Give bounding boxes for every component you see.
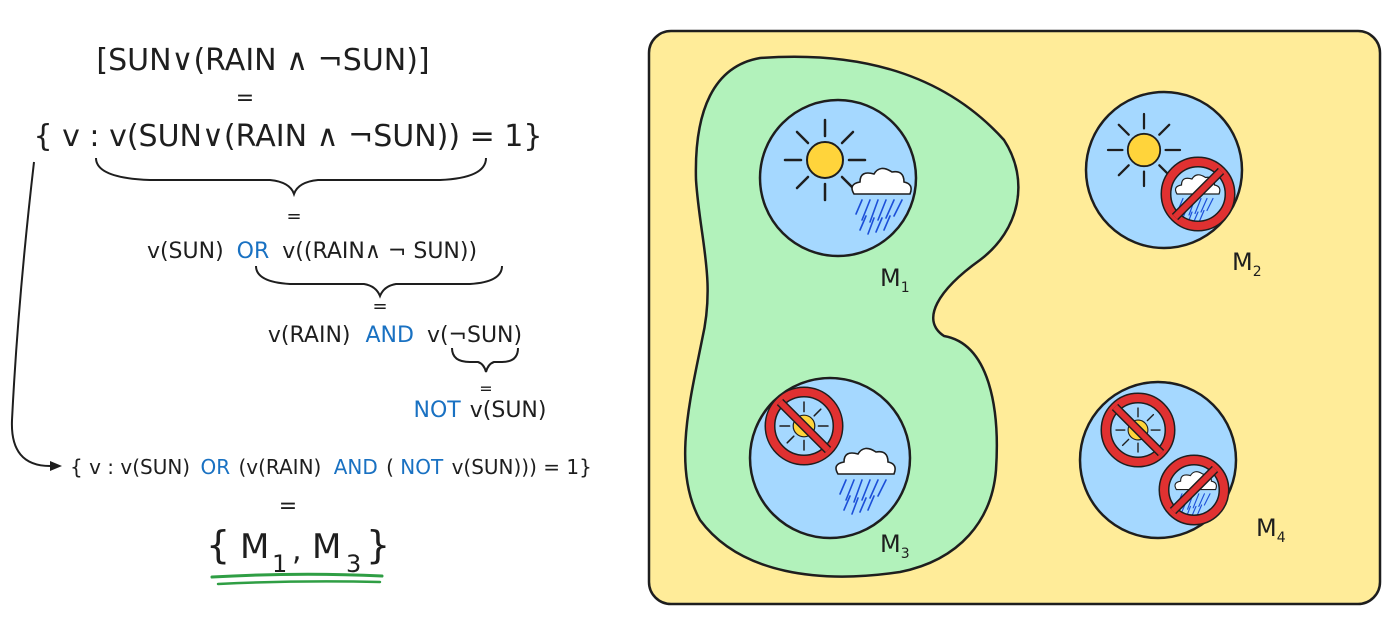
brace-1 [95, 157, 487, 198]
result-underline-2 [216, 580, 382, 586]
m2-subscript: 2 [1253, 264, 1262, 280]
prohibited-sign-icon [1100, 392, 1176, 468]
models-panel: M1 M2 [647, 29, 1382, 606]
m1-letter: M [880, 264, 901, 292]
m3-letter: M [880, 530, 901, 558]
v-not-sun-term: v(¬SUN) [427, 323, 522, 348]
world-m1: M1 [758, 98, 918, 296]
formula-denotation: [SUN∨(RAIN ∧ ¬SUN)] [96, 43, 429, 78]
expanded-set-definition: { v : v(SUN) OR (v(RAIN) AND ( NOT v(SUN… [70, 455, 592, 479]
set-open: { v : v(SUN) [70, 455, 190, 479]
brace-2 [255, 265, 503, 299]
world-m1-circle [758, 98, 918, 258]
result-brace-close: } [366, 523, 390, 567]
derivation: [SUN∨(RAIN ∧ ¬SUN)] = { v : v(SUN∨(RAIN … [10, 43, 592, 586]
m4-letter: M [1256, 514, 1277, 542]
arrow-connector [10, 161, 51, 467]
v-rain-part: (v(RAIN) [238, 455, 321, 479]
equals-sign-1: = [236, 86, 254, 111]
model-label-m3: M3 [880, 530, 910, 562]
result-underline-1 [210, 572, 384, 579]
or-keyword: OR [237, 239, 270, 264]
arrow-head [50, 461, 62, 471]
set-definition: { v : v(SUN∨(RAIN ∧ ¬SUN)) = 1} [34, 119, 543, 154]
result-m3-subscript: 3 [346, 550, 361, 578]
not-keyword-2: NOT [400, 455, 444, 479]
prohibited-sign-icon [764, 386, 844, 466]
or-expansion: v(SUN) OR v((RAIN∧ ¬ SUN)) [147, 239, 477, 264]
equals-sign-4: = [479, 379, 492, 398]
not-expansion: NOT v(SUN) [414, 398, 547, 423]
equals-sign-5: = [279, 494, 297, 519]
not-keyword: NOT [414, 398, 462, 423]
result-m1: M [240, 527, 269, 567]
model-label-m1: M1 [880, 264, 910, 296]
prohibited-sign-icon [1160, 156, 1236, 232]
and-keyword: AND [365, 323, 413, 348]
result-brace-open: { [206, 523, 230, 567]
v-sun-term: v(SUN) [147, 239, 224, 264]
world-m3: M3 [748, 376, 912, 562]
m3-subscript: 3 [901, 546, 910, 562]
equals-sign-2: = [286, 206, 301, 227]
or-keyword-2: OR [200, 455, 230, 479]
model-label-m2: M2 [1232, 248, 1262, 280]
result-comma: , [292, 533, 302, 568]
m1-subscript: 1 [901, 280, 910, 296]
result-m1-subscript: 1 [272, 550, 287, 578]
m2-letter: M [1232, 248, 1253, 276]
paren-open: ( [386, 455, 394, 479]
m4-subscript: 4 [1277, 530, 1286, 546]
result-set: { M 1 , M 3 } [206, 523, 390, 578]
and-expansion: v(RAIN) AND v(¬SUN) [268, 323, 522, 348]
model-label-m4: M4 [1256, 514, 1286, 546]
world-m2: M2 [1084, 90, 1262, 280]
result-m3: M [312, 527, 341, 567]
prohibited-sign-icon [1158, 454, 1230, 526]
v-rain-and-not-sun-term: v((RAIN∧ ¬ SUN)) [282, 239, 477, 264]
v-rain-term: v(RAIN) [268, 323, 351, 348]
and-keyword-2: AND [334, 455, 378, 479]
set-close: v(SUN))) = 1} [452, 455, 592, 479]
world-m4: M4 [1078, 380, 1286, 546]
brace-3 [451, 347, 519, 373]
equals-sign-3: = [372, 296, 387, 317]
v-sun-term-2: v(SUN) [470, 398, 547, 423]
